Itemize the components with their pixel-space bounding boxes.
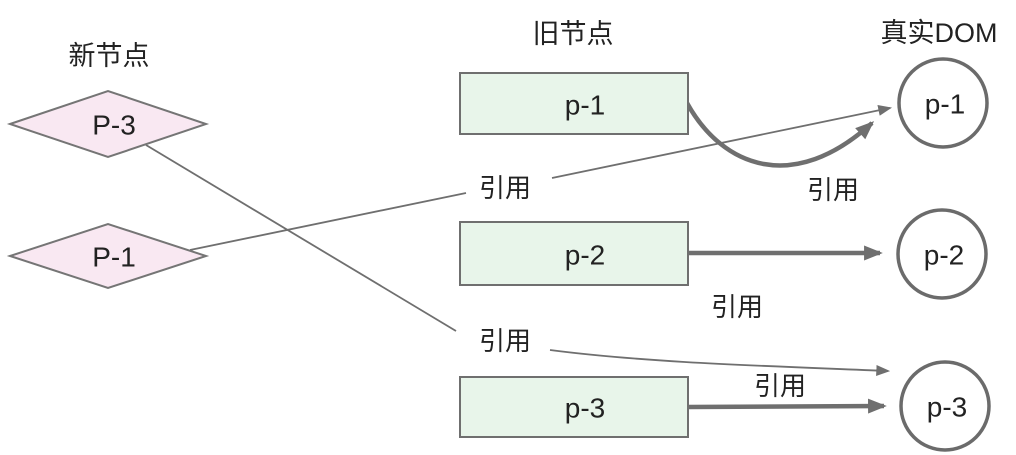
edge-label-old-p1-ref: 引用 [807, 175, 859, 205]
dom-node-p2-label: p-2 [924, 240, 964, 271]
old-node-p1: p-1 [459, 72, 689, 135]
heading-new-nodes: 新节点 [69, 41, 150, 71]
edge-label-old-p3-ref: 引用 [754, 371, 806, 401]
old-node-p2-rect [459, 221, 689, 286]
new-node-p1-diamond [6, 222, 210, 290]
new-node-p3-diamond [6, 89, 210, 159]
dom-node-p3: p-3 [899, 360, 991, 452]
edge-label-new-p3-ref: 引用 [479, 326, 531, 356]
edge-label-new-p1-ref: 引用 [479, 173, 531, 203]
heading-real-dom: 真实DOM [881, 18, 998, 48]
edge-new-p1-to-dom-p1-segment-a [189, 192, 467, 251]
dom-node-p3-circle [899, 360, 991, 452]
dom-node-p1: p-1 [897, 57, 989, 149]
edge-new-p3-to-dom-p3-segment-a [145, 144, 457, 332]
dom-node-p3-label: p-3 [927, 392, 967, 423]
new-node-p3-label: P-3 [92, 110, 136, 141]
edge-old-p1-to-dom-p1-curve [685, 101, 875, 168]
heading-old-nodes: 旧节点 [533, 19, 614, 49]
new-node-p3: P-3 [6, 89, 210, 159]
dom-node-p1-label: p-1 [925, 89, 965, 120]
old-node-p1-rect [459, 72, 689, 135]
old-node-p1-label: p-1 [565, 90, 605, 121]
old-node-p3: p-3 [459, 376, 689, 438]
old-node-p2-label: p-2 [565, 240, 605, 271]
edge-label-old-p2-ref: 引用 [711, 292, 763, 322]
new-node-p1: P-1 [6, 222, 210, 290]
old-node-p3-rect [459, 376, 689, 438]
old-node-p2: p-2 [459, 221, 689, 286]
dom-node-p2: p-2 [896, 208, 988, 300]
dom-node-p2-circle [896, 208, 988, 300]
dom-node-p1-circle [897, 57, 989, 149]
new-node-p1-label: P-1 [92, 242, 136, 273]
edge-new-p3-to-dom-p3-segment-b [549, 349, 891, 377]
edge-old-p3-to-dom-p3-arrow [687, 398, 887, 414]
old-node-p3-label: p-3 [565, 393, 605, 424]
